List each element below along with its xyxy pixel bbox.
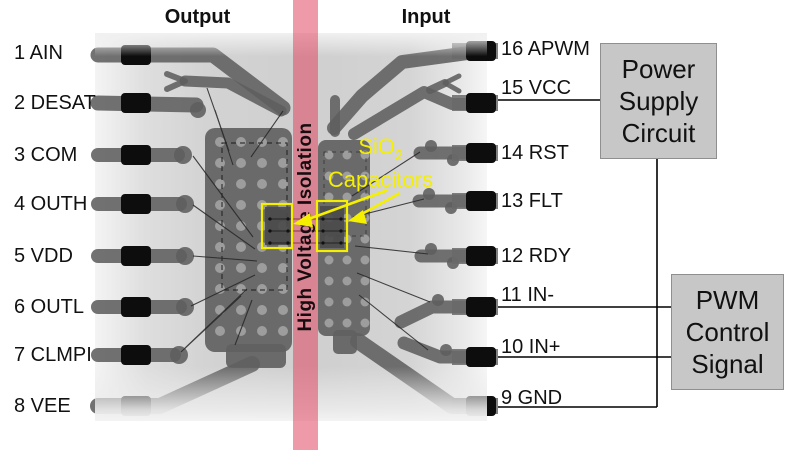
sio2-capacitor-highlight-boxes — [260, 199, 349, 253]
psu-box-line2: Supply — [618, 86, 699, 116]
pin-4-outh-label: 4 OUTH — [14, 193, 88, 215]
pin-16-apwm-label: 16 APWM — [501, 38, 590, 60]
pin-8-vee-label: 8 VEE — [14, 395, 71, 417]
pin-3-com-label: 3 COM — [14, 144, 78, 166]
pin-14-rst-label: 14 RST — [501, 142, 569, 164]
psu-box-line1: Power — [621, 54, 696, 84]
power-supply-circuit-box: Power Supply Circuit — [600, 43, 717, 159]
pwm-control-signal-box: PWM Control Signal — [671, 274, 784, 390]
sio2-callout-line1: SiO2 — [358, 134, 403, 163]
pin-10-in-plus-label: 10 IN+ — [501, 336, 561, 358]
output-side-header: Output — [164, 6, 231, 28]
callout-arrows — [293, 188, 401, 227]
pwm-box-line3: Signal — [691, 349, 764, 379]
connection-lines — [498, 99, 671, 408]
pin-2-desat-label: 2 DESAT — [14, 92, 96, 114]
pin-5-vdd-label: 5 VDD — [14, 245, 73, 267]
pin-15-vcc-label: 15 VCC — [501, 77, 572, 99]
pwm-box-line1: PWM — [695, 285, 760, 315]
pin-13-flt-label: 13 FLT — [501, 190, 563, 212]
pin-6-outl-label: 6 OUTL — [14, 296, 85, 318]
pin-1-ain-label: 1 AIN — [14, 42, 63, 64]
sio2-capacitors-callout: SiO2 Capacitors — [318, 134, 443, 192]
sio2-callout-line2: Capacitors — [327, 167, 434, 193]
pin-11-in-minus-label: 11 IN- — [501, 284, 554, 306]
pin-9-gnd-label: 9 GND — [501, 387, 563, 409]
pin-7-clmpi-label: 7 CLMPI — [14, 344, 92, 366]
pin-12-rdy-label: 12 RDY — [501, 245, 572, 267]
pwm-box-line2: Control — [685, 317, 770, 347]
input-side-header: Input — [401, 6, 451, 28]
psu-box-line3: Circuit — [621, 118, 696, 148]
